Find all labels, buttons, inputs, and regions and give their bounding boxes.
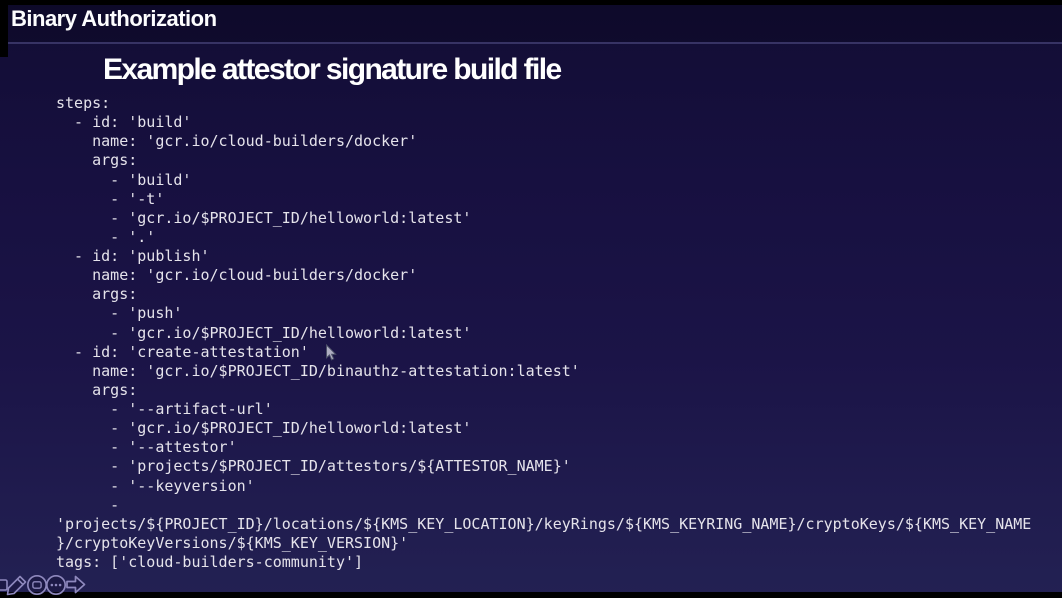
header-band <box>0 0 1062 42</box>
ellipsis-circle-icon[interactable] <box>45 574 67 596</box>
next-slide-arrow-icon[interactable] <box>64 573 88 596</box>
pointer-circle-icon[interactable] <box>26 574 48 596</box>
letterbox-bottom <box>0 592 1062 598</box>
code-block: steps: - id: 'build' name: 'gcr.io/cloud… <box>56 94 1032 571</box>
square-icon[interactable] <box>0 578 9 592</box>
letterbox-left <box>0 0 8 57</box>
mouse-cursor-icon <box>326 344 337 361</box>
pencil-icon[interactable] <box>5 573 29 597</box>
slide-heading: Example attestor signature build file <box>103 53 562 86</box>
annotation-toolbar <box>0 570 100 598</box>
page-title: Binary Authorization <box>11 6 217 31</box>
header-divider <box>8 42 1062 44</box>
letterbox-top <box>0 0 1062 5</box>
